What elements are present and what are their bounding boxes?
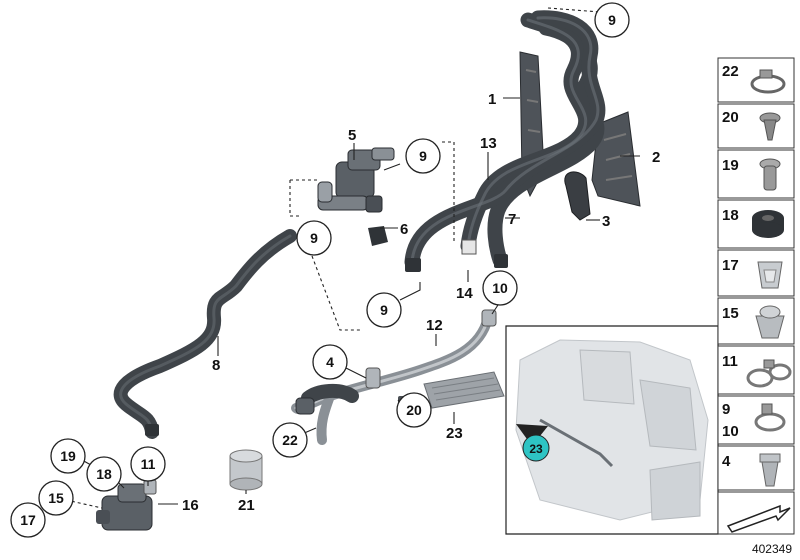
callout-9-top: 9	[594, 2, 630, 38]
svg-text:9: 9	[380, 302, 388, 318]
svg-text:10: 10	[492, 280, 508, 296]
inset-arrow	[516, 424, 548, 446]
expanding-nut-icon	[759, 453, 781, 487]
svg-text:15: 15	[48, 490, 64, 506]
callout-11: 11	[130, 446, 166, 482]
callout-17: 17	[10, 502, 46, 538]
vehicle-inset	[505, 325, 719, 535]
callout-22: 22	[272, 422, 308, 458]
spring-clamp-icon	[754, 403, 786, 432]
legend-item-19: 19	[717, 149, 795, 199]
pump-part-16	[96, 479, 157, 531]
clamp-part-3	[564, 171, 591, 221]
callout-9-bottom: 9	[366, 292, 402, 328]
svg-text:22: 22	[722, 63, 739, 80]
svg-text:9: 9	[419, 148, 427, 164]
svg-text:18: 18	[722, 207, 739, 224]
bracket-part-2	[591, 111, 641, 207]
legend-item-20: 20	[717, 103, 795, 149]
hose-clamp-icon	[750, 69, 786, 94]
callout-20: 20	[396, 392, 432, 428]
legend-item-9-10: 9 10	[717, 395, 795, 445]
svg-text:19: 19	[60, 448, 76, 464]
label-14: 14	[456, 285, 473, 302]
label-23: 23	[446, 425, 463, 442]
legend-item-18: 18	[717, 199, 795, 249]
label-6: 6	[400, 221, 408, 238]
heater-hose-assembly	[404, 10, 641, 272]
hose-part-8	[113, 229, 297, 439]
svg-text:11: 11	[141, 456, 156, 472]
svg-text:17: 17	[20, 512, 36, 528]
label-2: 2	[652, 149, 660, 166]
svg-text:23: 23	[529, 442, 543, 456]
double-clamp-icon	[746, 359, 792, 388]
legend-item-17: 17	[717, 249, 795, 297]
spring-nut-icon	[757, 261, 783, 289]
svg-text:22: 22	[282, 432, 298, 448]
svg-text:20: 20	[722, 109, 739, 126]
callout-19: 19	[50, 438, 86, 474]
label-13: 13	[480, 135, 497, 152]
coolant-pipe-part-12	[291, 309, 497, 445]
label-21: 21	[238, 497, 255, 514]
label-12: 12	[426, 317, 443, 334]
grommet-icon	[752, 210, 784, 238]
legend-item-11: 11	[717, 345, 795, 395]
callout-18: 18	[86, 456, 122, 492]
svg-text:9: 9	[722, 401, 730, 418]
document-number: 402349	[752, 542, 792, 556]
valve-part-5	[317, 147, 395, 213]
label-7: 7	[508, 211, 516, 228]
svg-text:11: 11	[722, 353, 738, 370]
label-5: 5	[348, 127, 356, 144]
filter-mat-part-23	[423, 371, 505, 409]
svg-text:9: 9	[608, 12, 616, 28]
label-8: 8	[212, 357, 220, 374]
svg-text:9: 9	[310, 230, 318, 246]
part-6	[368, 226, 388, 246]
callout-10: 10	[482, 270, 518, 306]
push-rivet-icon	[759, 112, 781, 141]
fastener-legend-panel: 22 20 19 18	[717, 57, 795, 535]
label-3: 3	[602, 213, 610, 230]
callout-9-valve-left: 9	[296, 220, 332, 256]
label-1: 1	[488, 91, 496, 108]
svg-text:19: 19	[722, 157, 739, 174]
svg-text:17: 17	[722, 257, 739, 274]
arrow-icon	[726, 504, 791, 533]
svg-text:10: 10	[722, 423, 739, 440]
label-16: 16	[182, 497, 199, 514]
clip-nut-icon	[755, 305, 785, 339]
callout-4: 4	[312, 344, 348, 380]
svg-text:20: 20	[406, 402, 422, 418]
legend-item-22: 22	[717, 57, 795, 103]
expanding-rivet-icon	[759, 158, 781, 191]
part-21	[229, 449, 263, 491]
svg-text:4: 4	[722, 453, 731, 470]
callout-23-teal: 23	[522, 434, 550, 462]
callout-15: 15	[38, 480, 74, 516]
legend-item-arrow	[717, 491, 795, 535]
legend-item-4: 4	[717, 445, 795, 491]
svg-text:15: 15	[722, 305, 739, 322]
svg-text:4: 4	[326, 354, 334, 370]
callout-9-valve-right: 9	[405, 138, 441, 174]
legend-item-15: 15	[717, 297, 795, 345]
svg-text:18: 18	[96, 466, 112, 482]
